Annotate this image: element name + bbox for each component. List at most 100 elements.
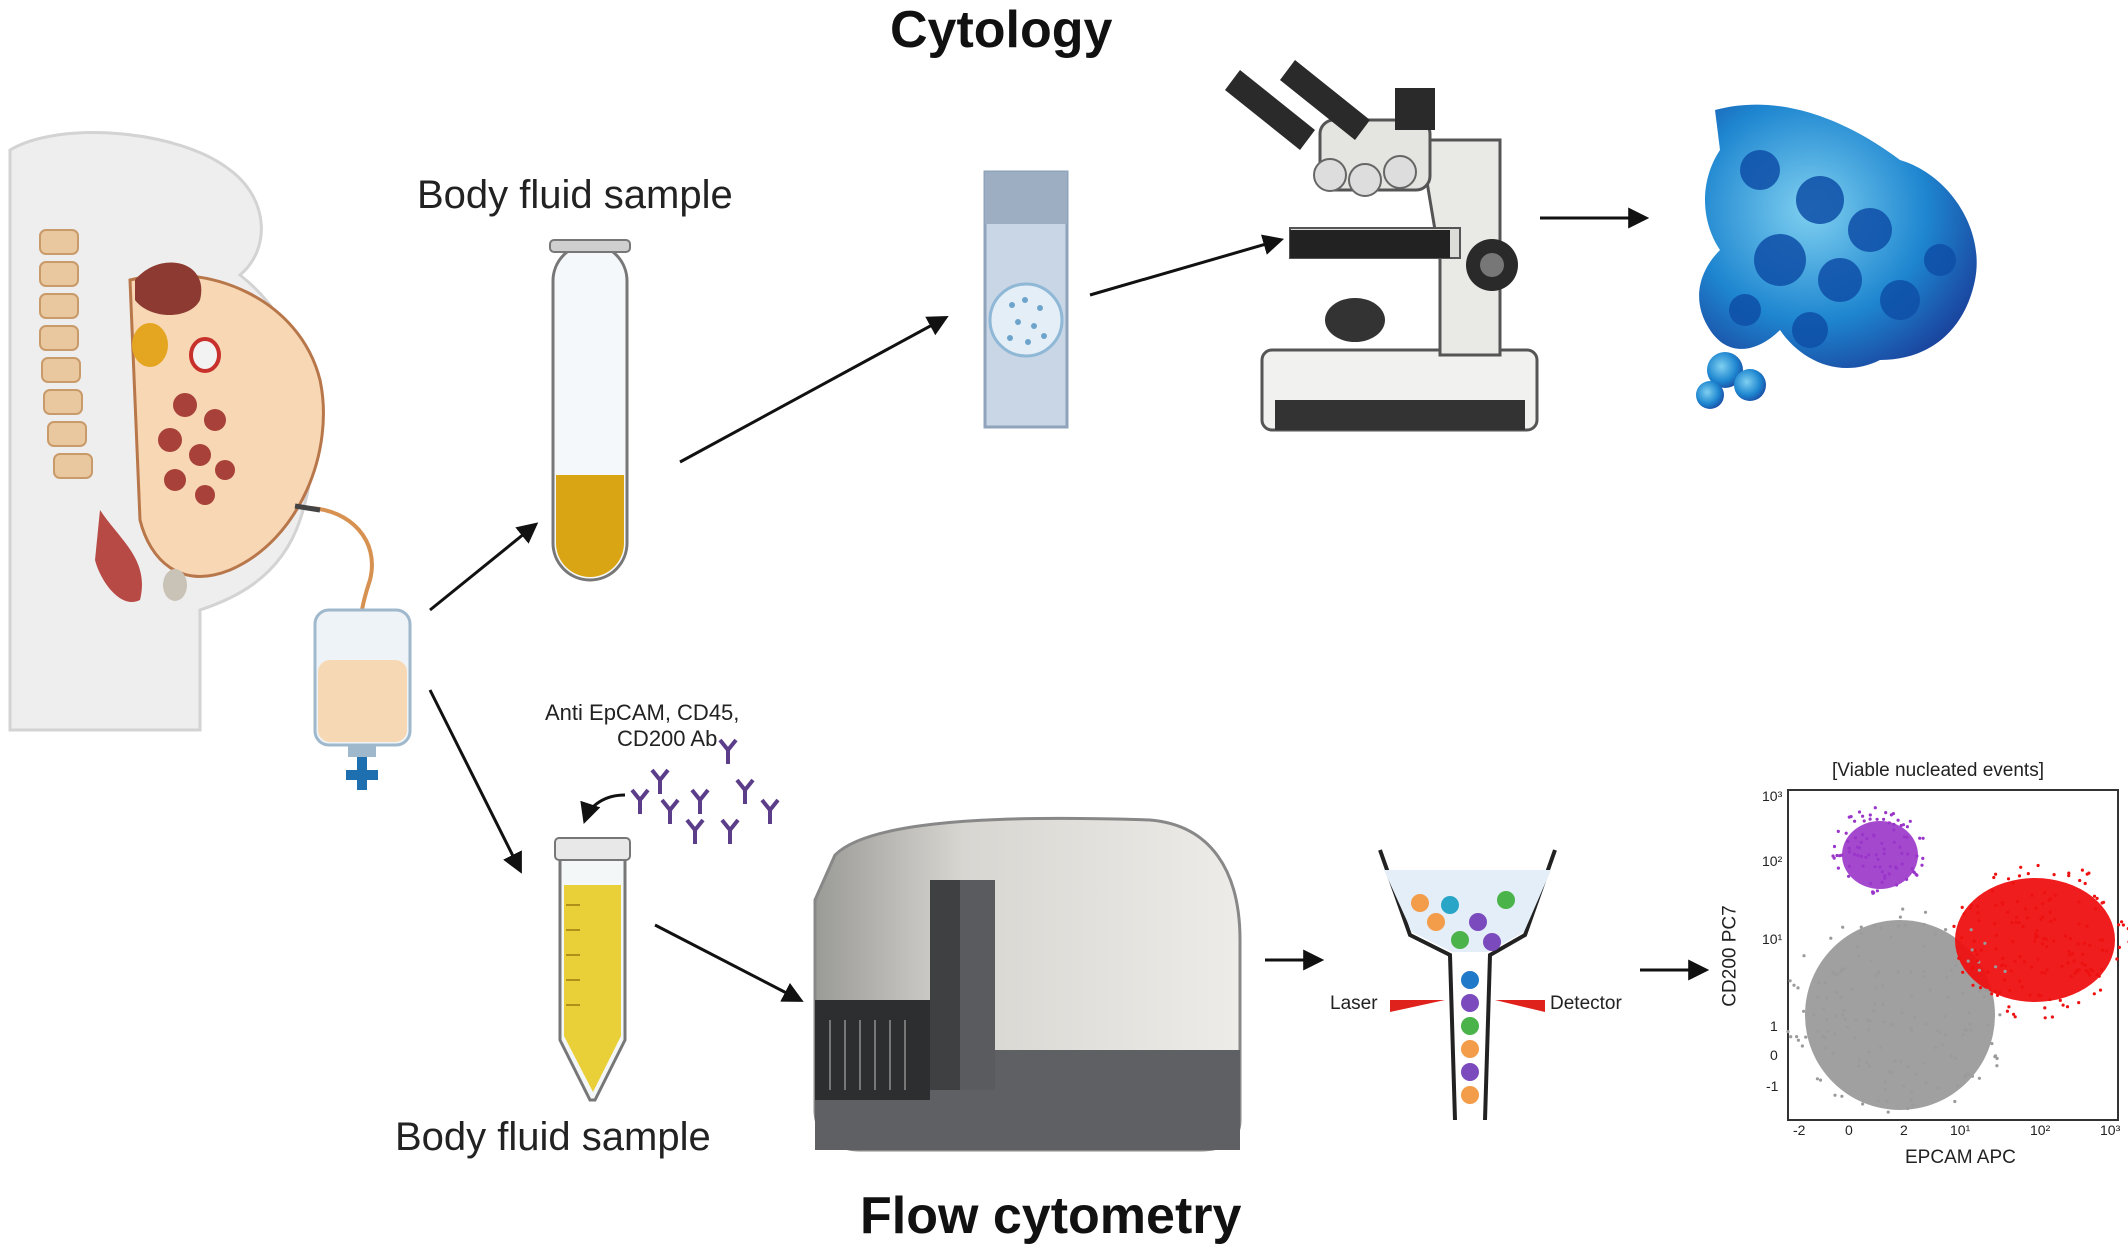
scatter-event-dot	[2086, 970, 2090, 975]
scatter-event-dot	[2077, 968, 2081, 972]
x-tick-4: 10²	[2030, 1122, 2051, 1138]
scatter-event-dot	[1857, 954, 1861, 958]
scatter-event-dot	[1979, 948, 1983, 952]
scatter-event-dot	[1977, 1076, 1981, 1080]
scatter-event-dot	[1873, 865, 1877, 869]
scatter-event-dot	[1944, 928, 1948, 932]
scatter-event-dot	[1943, 1033, 1947, 1037]
scatter-event-dot	[1882, 1020, 1886, 1024]
scatter-event-dot	[1905, 825, 1909, 829]
scatter-event-dot	[1832, 844, 1837, 849]
scatter-event-dot	[2011, 939, 2015, 943]
scatter-event-dot	[2018, 954, 2022, 959]
scatter-event-dot	[1994, 872, 1998, 876]
scatter-event-dot	[1836, 866, 1840, 870]
scatter-event-dot	[1842, 1008, 1846, 1013]
scatter-event-dot	[1888, 864, 1892, 869]
scatter-event-dot	[2092, 992, 2096, 996]
scatter-event-dot	[1889, 935, 1893, 939]
scatter-event-dot	[2040, 971, 2044, 975]
scatter-event-dot	[1936, 1086, 1940, 1090]
scatter-event-dot	[1961, 991, 1965, 996]
antibody-label: Anti EpCAM, CD45, CD200 Ab	[545, 700, 739, 752]
scatter-event-dot	[1900, 862, 1904, 866]
scatter-event-dot	[1921, 856, 1925, 861]
scatter-event-dot	[1905, 877, 1909, 882]
scatter-event-dot	[1865, 837, 1869, 841]
scatter-event-dot	[1949, 1054, 1953, 1058]
scatter-event-dot	[1796, 986, 1800, 990]
scatter-event-dot	[2039, 994, 2043, 998]
scatter-event-dot	[1995, 1056, 1999, 1061]
scatter-event-dot	[1861, 1102, 1865, 1106]
scatter-event-dot	[1853, 836, 1858, 840]
x-tick-3: 10¹	[1950, 1122, 1971, 1138]
scatter-event-dot	[1812, 1013, 1816, 1017]
scatter-event-dot	[2002, 978, 2007, 982]
scatter-event-dot	[1985, 988, 1989, 993]
scatter-event-dot	[1883, 876, 1887, 881]
scatter-event-dot	[1922, 922, 1926, 927]
scatter-event-dot	[2041, 901, 2045, 906]
scatter-event-dot	[1967, 1011, 1971, 1015]
scatter-event-dot	[2014, 920, 2018, 924]
scatter-event-dot	[2065, 1005, 2070, 1009]
scatter-plot-title: [Viable nucleated events]	[1832, 760, 2044, 781]
scatter-event-dot	[1992, 875, 1996, 880]
scatter-event-dot	[1909, 1098, 1913, 1102]
scatter-event-dot	[1857, 1064, 1861, 1068]
scatter-event-dot	[1887, 1069, 1891, 1074]
body-fluid-label-top: Body fluid sample	[417, 173, 733, 217]
scatter-event-dot	[2045, 968, 2049, 972]
scatter-event-dot	[2068, 936, 2072, 941]
scatter-event-dot	[1890, 1070, 1894, 1075]
scatter-event-dot	[1982, 995, 1986, 999]
scatter-event-dot	[1823, 1036, 1827, 1040]
scatter-event-dot	[1786, 1030, 1790, 1034]
scatter-event-dot	[2013, 959, 2017, 964]
scatter-event-dot	[2058, 998, 2062, 1003]
scatter-event-dot	[2006, 877, 2011, 881]
scatter-event-dot	[2018, 979, 2022, 983]
scatter-event-dot	[1956, 1084, 1960, 1088]
scatter-event-dot	[1823, 981, 1827, 985]
scatter-event-dot	[2036, 957, 2040, 961]
scatter-event-dot	[1921, 969, 1926, 973]
scatter-event-dot	[1938, 1030, 1942, 1034]
scatter-event-dot	[1883, 1080, 1887, 1084]
scatter-event-dot	[2117, 945, 2121, 950]
scatter-event-dot	[2092, 894, 2097, 898]
scatter-event-dot	[1829, 936, 1833, 940]
scatter-event-dot	[1963, 1073, 1968, 1077]
scatter-event-dot	[1825, 1029, 1829, 1033]
scatter-event-dot	[2023, 907, 2028, 911]
scatter-event-dot	[1969, 928, 1973, 932]
scatter-event-dot	[1887, 872, 1891, 876]
scatter-event-dot	[1872, 1002, 1877, 1006]
scatter-event-dot	[1924, 1022, 1928, 1026]
scatter-event-dot	[1983, 941, 1987, 945]
scatter-event-dot	[1839, 853, 1844, 857]
y-tick-3: 1	[1770, 1018, 1778, 1034]
scatter-event-dot	[2053, 893, 2057, 897]
scatter-event-dot	[1868, 813, 1872, 817]
scatter-event-dot	[2012, 1012, 2016, 1016]
scatter-event-dot	[1875, 889, 1879, 893]
scatter-event-dot	[1909, 1029, 1914, 1033]
y-tick-1: 10²	[1762, 853, 1783, 869]
scatter-event-dot	[2017, 921, 2021, 925]
scatter-event-dot	[2001, 956, 2005, 961]
y-tick-2: 10¹	[1762, 931, 1783, 947]
scatter-event-dot	[1993, 1054, 1998, 1058]
scatter-event-dot	[2081, 952, 2085, 956]
scatter-event-dot	[1978, 986, 1983, 990]
scatter-event-dot	[2042, 891, 2047, 895]
scatter-event-dot	[1823, 1046, 1827, 1050]
scatter-event-dot	[1867, 1050, 1871, 1054]
scatter-event-dot	[1934, 1045, 1938, 1050]
scatter-event-dot	[1969, 903, 1973, 907]
scatter-event-dot	[1977, 968, 1981, 972]
scatter-event-dot	[1900, 851, 1904, 856]
scatter-event-dot	[1831, 1051, 1835, 1055]
